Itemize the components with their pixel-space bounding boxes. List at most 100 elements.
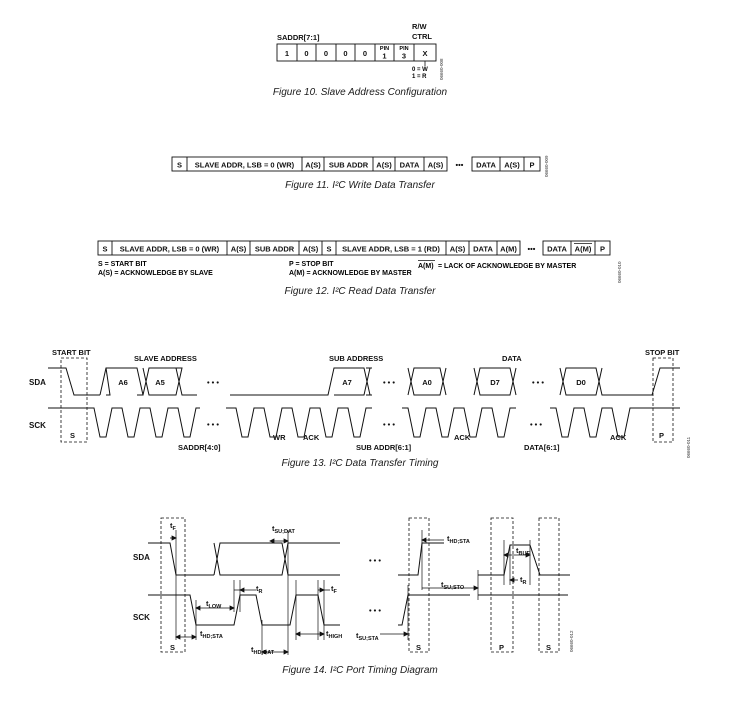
figure-caption: Figure 11. I²C Write Data Transfer bbox=[285, 180, 435, 191]
tbuf-label: tBUF bbox=[516, 546, 530, 557]
legend-nack-text: = LACK OF ACKNOWLEDGE BY MASTER bbox=[438, 263, 576, 270]
sck-timing-waveform bbox=[148, 594, 568, 626]
ctrl-label: CTRL bbox=[412, 32, 432, 41]
cell-sub-addr: SUB ADDR bbox=[255, 245, 295, 254]
sck-waveform bbox=[48, 407, 680, 438]
figure-12: S SLAVE ADDR, LSB = 0 (WR) A(S) SUB ADDR… bbox=[97, 240, 622, 297]
legend-ack-master: A(M) = ACKNOWLEDGE BY MASTER bbox=[289, 270, 412, 277]
sck-label: SCK bbox=[29, 421, 46, 430]
condition-boxes bbox=[160, 517, 560, 653]
sda-label: SDA bbox=[29, 378, 46, 387]
byte-a6: A6 bbox=[118, 378, 128, 387]
saddr-bits-label: SADDR[4:0] bbox=[178, 443, 221, 452]
figure-code: 06660-008 bbox=[439, 58, 444, 80]
read-transfer-cells bbox=[97, 240, 611, 256]
cell-ack-slave: A(S) bbox=[303, 245, 319, 254]
bit-4: 0 bbox=[343, 49, 347, 58]
cell-ack: A(S) bbox=[376, 161, 392, 170]
address-bit-cells bbox=[276, 43, 437, 62]
figure-14: SDA SCK • • • • • • bbox=[133, 517, 574, 676]
cell-start: S bbox=[177, 161, 182, 170]
cell-restart: S bbox=[326, 245, 331, 254]
sda-ellipsis: • • • bbox=[369, 556, 381, 565]
write-transfer-cells bbox=[171, 156, 541, 172]
legend-ack-slave: A(S) = ACKNOWLEDGE BY SLAVE bbox=[98, 270, 213, 277]
cell-ack: A(S) bbox=[428, 161, 444, 170]
cell-ack: A(S) bbox=[504, 161, 520, 170]
sck-ellipsis: • • • bbox=[383, 420, 395, 429]
cell-stop: P bbox=[600, 245, 605, 254]
start-s-label: S bbox=[546, 643, 551, 652]
start-bit-label: START BIT bbox=[52, 348, 91, 357]
byte-d7: D7 bbox=[490, 378, 500, 387]
data-bits-label: DATA[6:1] bbox=[524, 443, 560, 452]
slave-address-label: SLAVE ADDRESS bbox=[134, 354, 197, 363]
tr-label: tR bbox=[256, 584, 263, 595]
stop-bit-label: STOP BIT bbox=[645, 348, 680, 357]
cell-ack-master: A(M) bbox=[500, 245, 517, 254]
cell-slave-addr: SLAVE ADDR, LSB = 0 (WR) bbox=[195, 161, 295, 170]
timing-reference-lines bbox=[175, 530, 531, 655]
cell-ellipsis: ••• bbox=[528, 245, 536, 254]
figure-caption: Figure 12. I²C Read Data Transfer bbox=[285, 286, 437, 297]
figure-caption: Figure 13. I²C Data Transfer Timing bbox=[282, 458, 439, 469]
start-s-label: S bbox=[170, 643, 175, 652]
bit-6: 0 bbox=[304, 49, 308, 58]
figure-caption: Figure 14. I²C Port Timing Diagram bbox=[282, 665, 438, 676]
sda-ellipsis: • • • bbox=[207, 378, 219, 387]
tsusta-label: tSU;STA bbox=[356, 631, 379, 642]
cell-ack-slave: A(S) bbox=[450, 245, 466, 254]
legend-nack-symbol: A(M) bbox=[418, 263, 434, 270]
cell-slave-addr-rd: SLAVE ADDR, LSB = 1 (RD) bbox=[342, 245, 440, 254]
cell-start: S bbox=[102, 245, 107, 254]
cell-ack: A(S) bbox=[305, 161, 321, 170]
cell-data: DATA bbox=[547, 245, 567, 254]
byte-a7: A7 bbox=[342, 378, 352, 387]
bit-rw: X bbox=[422, 49, 427, 58]
tsudat-label: tSU;DAT bbox=[272, 524, 296, 535]
cell-sub-addr: SUB ADDR bbox=[329, 161, 369, 170]
cell-ack-slave: A(S) bbox=[231, 245, 247, 254]
bit-2: 1 bbox=[382, 52, 386, 61]
pin-label-1: PIN bbox=[380, 46, 389, 52]
legend-stop-bit: P = STOP BIT bbox=[289, 261, 334, 268]
tsusto-label: tSU;STO bbox=[441, 580, 465, 591]
pin-label-2: PIN bbox=[399, 46, 408, 52]
data-label: DATA bbox=[502, 354, 522, 363]
bit-3: 0 bbox=[363, 49, 367, 58]
timing-labels: tF tSU;DAT tHD;STA tBUF tR tF tLOW tR tS… bbox=[170, 521, 530, 656]
stop-bit-box bbox=[652, 357, 674, 443]
sck-ellipsis: • • • bbox=[207, 420, 219, 429]
cell-ellipsis: ••• bbox=[456, 161, 464, 170]
legend-start-bit: S = START BIT bbox=[98, 261, 147, 268]
wr-label: WR bbox=[273, 433, 286, 442]
sda-waveform bbox=[48, 367, 680, 396]
ack-label: ACK bbox=[303, 433, 320, 442]
tlow-label: tLOW bbox=[206, 599, 222, 610]
subaddr-bits-label: SUB ADDR[6:1] bbox=[356, 443, 412, 452]
stop-p-label: P bbox=[499, 643, 504, 652]
sck-label: SCK bbox=[133, 613, 150, 622]
figure-10: SADDR[7:1] R/W CTRL 1 0 0 0 0 PIN 1 PIN … bbox=[273, 22, 448, 98]
cell-slave-addr-wr: SLAVE ADDR, LSB = 0 (WR) bbox=[120, 245, 220, 254]
thdsta-label: tHD;STA bbox=[200, 629, 223, 640]
legend-w: 0 = W bbox=[412, 67, 428, 73]
rw-label: R/W bbox=[412, 22, 428, 31]
cell-data: DATA bbox=[476, 161, 496, 170]
figure-13: START BIT STOP BIT SLAVE ADDRESS SUB ADD… bbox=[29, 348, 691, 469]
figure-caption: Figure 10. Slave Address Configuration bbox=[273, 87, 448, 98]
figure-code: 06660-011 bbox=[686, 436, 691, 458]
tf-label: tF bbox=[331, 584, 338, 595]
figure-11: S SLAVE ADDR, LSB = 0 (WR) A(S) SUB ADDR… bbox=[171, 155, 549, 191]
sda-label: SDA bbox=[133, 553, 150, 562]
bit-7: 1 bbox=[285, 49, 289, 58]
cell-nack-master: A(M) bbox=[575, 245, 592, 254]
stop-p-label: P bbox=[659, 431, 664, 440]
sck-ellipsis: • • • bbox=[369, 606, 381, 615]
sda-ellipsis: • • • bbox=[383, 378, 395, 387]
sck-ellipsis: • • • bbox=[530, 420, 542, 429]
cell-data: DATA bbox=[473, 245, 493, 254]
start-s-label: S bbox=[70, 431, 75, 440]
tf-label: tF bbox=[170, 521, 177, 532]
